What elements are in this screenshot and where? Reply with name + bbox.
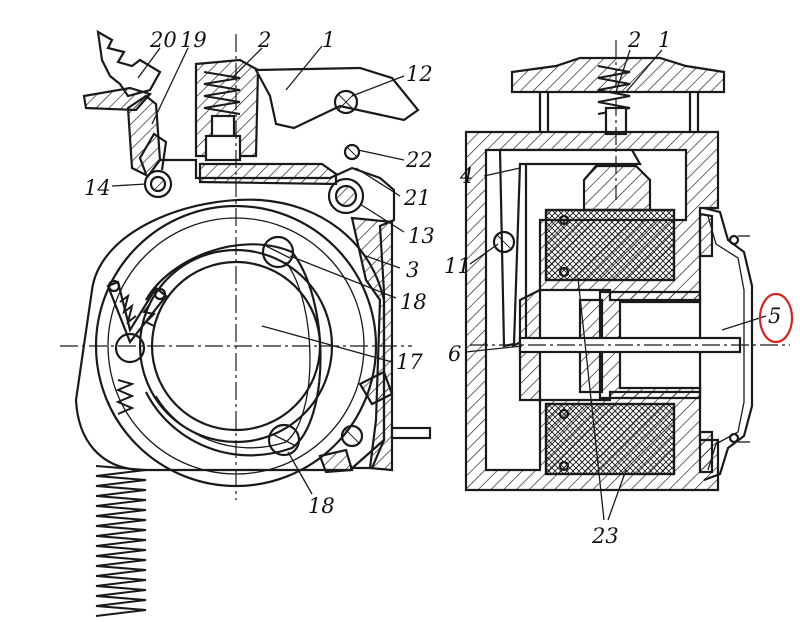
outer-case (74, 198, 386, 472)
cover-5 (703, 206, 754, 482)
label-14: 14 (84, 176, 111, 200)
highlight-circle-5 (758, 292, 794, 344)
label-13: 13 (408, 224, 435, 248)
label-18-top: 18 (400, 290, 427, 314)
label-21: 21 (404, 186, 431, 210)
armature-1-left (254, 66, 420, 130)
coil-23-top (544, 208, 676, 282)
housing-side-hatch (350, 216, 394, 472)
right-view (464, 40, 790, 492)
screw-18-bottom (267, 423, 301, 457)
pin-22 (343, 143, 361, 161)
label-2-right: 2 (628, 28, 642, 52)
plunger-left (210, 114, 236, 138)
label-1-left: 1 (322, 28, 336, 52)
spring-clip-19 (138, 132, 168, 175)
label-6: 6 (448, 342, 462, 366)
plunger-cap (204, 134, 242, 162)
spring-2-left (203, 71, 241, 115)
leader-lines (111, 45, 767, 521)
label-3: 3 (406, 258, 420, 282)
label-19: 19 (180, 28, 207, 52)
core-top (582, 164, 652, 212)
pin-12 (333, 89, 359, 115)
clip-pivot (114, 332, 146, 364)
label-20: 20 (150, 28, 177, 52)
label-22: 22 (406, 148, 433, 172)
label-11: 11 (444, 254, 471, 278)
screw-18-top (261, 235, 295, 269)
spring-2-right (597, 65, 631, 115)
small-coil (115, 379, 135, 415)
tension-spring (95, 465, 147, 617)
bottom-screw (340, 424, 364, 448)
pivot-13-inner (334, 184, 358, 208)
pivot-13-outer (327, 177, 365, 215)
label-1-right: 1 (658, 28, 672, 52)
label-2-left: 2 (258, 28, 272, 52)
label-23: 23 (592, 524, 619, 548)
label-17: 17 (396, 350, 423, 374)
pivot-14-inner (149, 175, 167, 193)
label-18-bottom: 18 (308, 494, 335, 518)
inner-cavity (484, 148, 688, 472)
label-4: 4 (460, 164, 474, 188)
coil-23-bottom (544, 402, 676, 476)
label-5: 5 (768, 304, 782, 328)
slide-bar (198, 162, 338, 186)
band-spring (145, 243, 322, 457)
label-12: 12 (406, 62, 433, 86)
ratchet-arm (96, 29, 162, 98)
pin-11 (492, 230, 516, 254)
left-view (60, 29, 432, 617)
terminal-pin (390, 426, 432, 440)
